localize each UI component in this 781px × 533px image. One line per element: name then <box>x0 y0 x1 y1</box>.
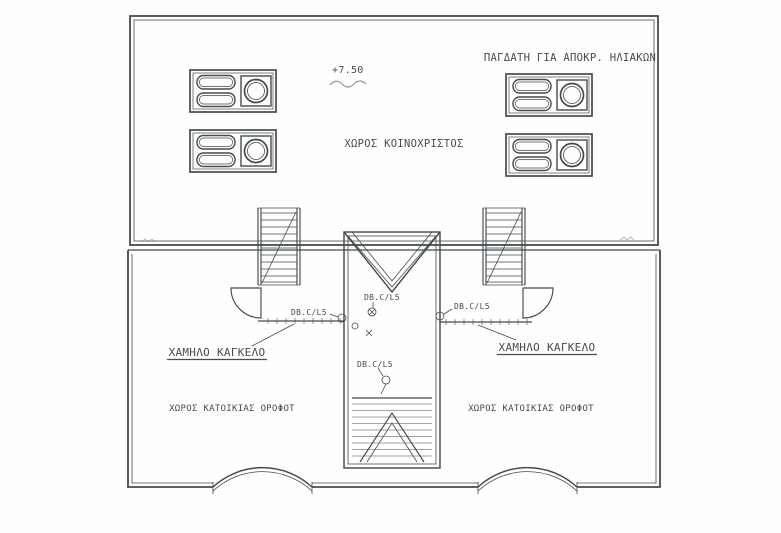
stair-direction-arrow-inner <box>366 422 418 463</box>
solar-heater-symbol-2 <box>189 129 277 173</box>
solar-heater-symbol-3 <box>505 73 593 117</box>
skylight-chevron-outer <box>343 231 441 294</box>
db-label-right: DB.C/L5 <box>454 302 490 311</box>
pencil-annotation <box>329 80 367 88</box>
electrical-symbols <box>329 302 453 395</box>
door-swing-right <box>522 287 554 319</box>
staircase-left <box>257 207 301 286</box>
db-leader-right <box>443 308 453 315</box>
solar-heater-symbol-4 <box>505 133 593 177</box>
common-area-label: ΧΩΡΟΣ ΚΟΙΝΟΧΡΙΣΤΟΣ <box>344 138 463 150</box>
junction-cross-1 <box>368 308 376 316</box>
junction-cross-2 <box>365 329 373 337</box>
stairwell-outline <box>343 231 441 469</box>
margin-mark-left <box>140 238 156 243</box>
db-label-bottom: DB.C/L5 <box>357 360 393 369</box>
stair-direction-arrow-outer <box>359 411 425 463</box>
solar-screen-note: ΠΑΓΔΑΤΗ ΓΙΑ ΑΠΟΚΡ. ΗΛΙΑΚΩΝ <box>484 52 656 64</box>
staircase-right <box>482 207 526 286</box>
roof-terrace <box>129 15 659 246</box>
junction-symbol-1 <box>337 313 347 323</box>
balcony-bay-right <box>477 466 578 488</box>
junction-symbol-3 <box>367 307 377 317</box>
solar-heater-symbol-1 <box>189 69 277 113</box>
railing-ticks-right <box>445 319 528 325</box>
roof-terrace-inner-line <box>133 19 655 242</box>
low-railing-right <box>440 319 532 325</box>
low-railing-label-left: ΧΑΜΗΛΟ ΚΑΓΚΕΛΟ <box>169 346 266 359</box>
door-swing-left <box>230 287 262 319</box>
junction-stem <box>380 383 387 395</box>
railing-leader-left <box>251 323 295 347</box>
low-railing-left <box>258 318 344 324</box>
junction-symbol-2 <box>351 322 359 330</box>
db-label-left: DB.C/L5 <box>291 308 327 317</box>
central-stairwell <box>343 231 441 469</box>
residence-area-label-right: ΧΩΡΟΣ ΚΑΤΟΙΚΙΑΣ ΟΡΟΦΟΤ <box>468 404 594 414</box>
residence-area-label-left: ΧΩΡΟΣ ΚΑΤΟΙΚΙΑΣ ΟΡΟΦΟΤ <box>169 404 295 414</box>
bay-end-ticks <box>212 482 578 494</box>
railing-leader-right <box>477 324 517 341</box>
roof-terrace-outline <box>129 15 659 246</box>
junction-symbol-5 <box>381 375 391 385</box>
residence-outline <box>127 250 661 488</box>
low-railing-label-right: ΧΑΜΗΛΟ ΚΑΓΚΕΛΟ <box>499 341 596 354</box>
stairwell-inner-line <box>347 235 437 465</box>
skylight-chevron-inner <box>351 231 433 282</box>
stair-treads <box>352 403 432 457</box>
elevation-label: +7.50 <box>332 65 364 76</box>
balcony-bay-left <box>212 466 313 488</box>
junction-symbol-4 <box>435 311 445 321</box>
balcony-bay-left-inner <box>212 471 313 492</box>
db-leader-left <box>329 313 339 318</box>
margin-mark-right <box>619 236 635 241</box>
db-leader-bottom <box>377 367 384 377</box>
residence-block <box>127 250 661 494</box>
balcony-bay-right-inner <box>477 471 578 492</box>
residence-inner-line <box>131 254 657 484</box>
skylight-chevron-mid <box>347 235 437 288</box>
railing-ticks-left <box>267 318 341 324</box>
db-label-top: DB.C/L5 <box>364 293 400 302</box>
